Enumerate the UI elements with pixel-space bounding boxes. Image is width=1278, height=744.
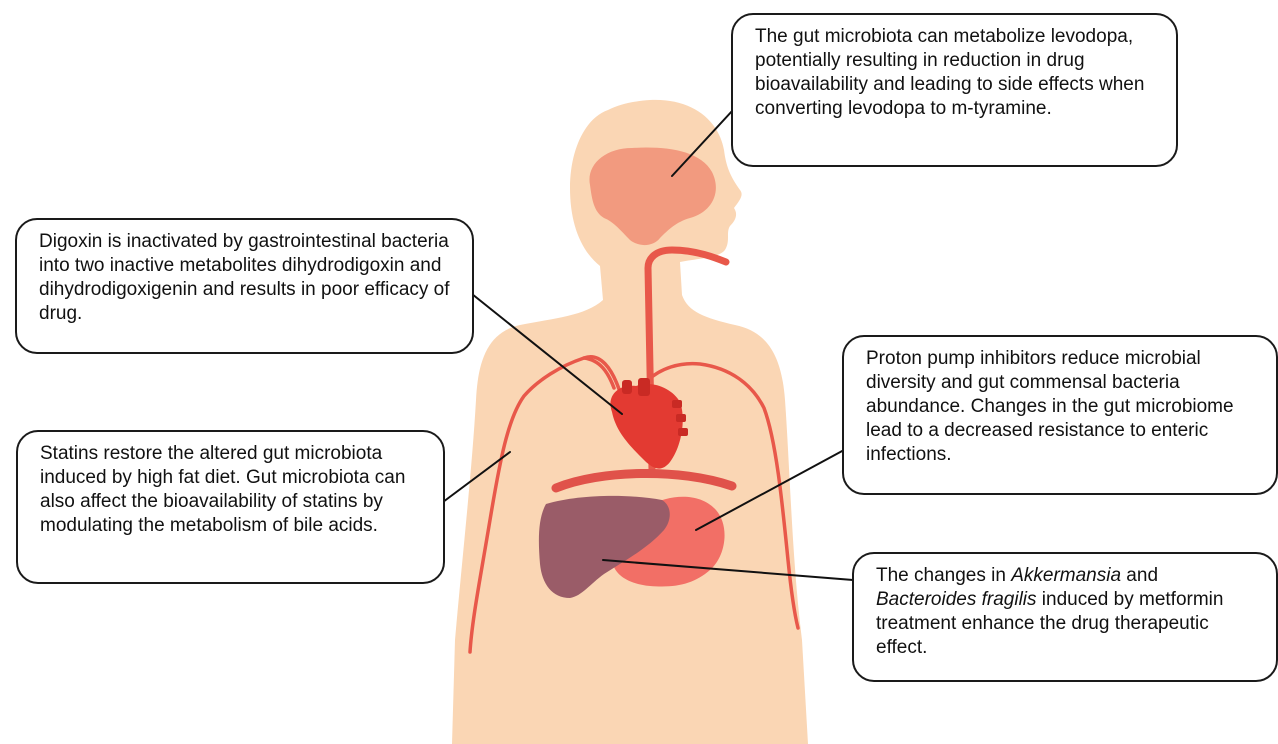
callout-levodopa-text: The gut microbiota can metabolize levodo… [755, 25, 1162, 121]
metformin-text-1: The changes in [876, 565, 1011, 586]
metformin-text-2: and [1121, 565, 1158, 586]
callout-metformin-text: The changes in Akkermansia and Bacteroid… [876, 564, 1262, 660]
akkermansia-italic: Akkermansia [1011, 565, 1121, 586]
callout-metformin: The changes in Akkermansia and Bacteroid… [852, 552, 1278, 682]
callout-digoxin: Digoxin is inactivated by gastrointestin… [15, 218, 474, 354]
bacteroides-italic: Bacteroides fragilis [876, 589, 1037, 610]
callout-ppi-text: Proton pump inhibitors reduce microbial … [866, 347, 1262, 467]
callout-digoxin-text: Digoxin is inactivated by gastrointestin… [39, 230, 458, 326]
callout-proton-pump-inhibitors: Proton pump inhibitors reduce microbial … [842, 335, 1278, 495]
callout-levodopa: The gut microbiota can metabolize levodo… [731, 13, 1178, 167]
callout-statins: Statins restore the altered gut microbio… [16, 430, 445, 584]
callout-statins-text: Statins restore the altered gut microbio… [40, 442, 429, 538]
